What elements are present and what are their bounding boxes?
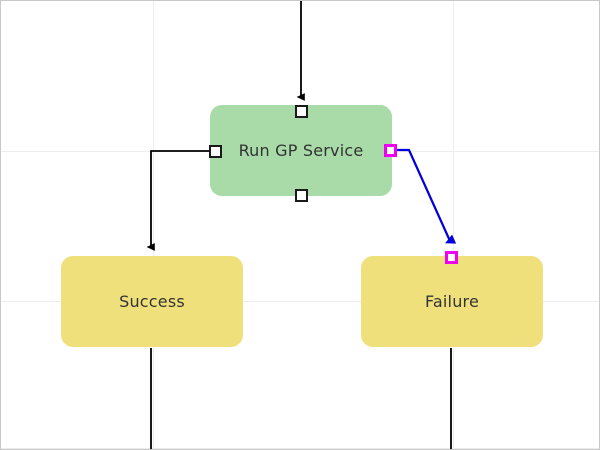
grid-line-vertical [453, 1, 454, 449]
node-failure[interactable]: Failure [361, 256, 543, 347]
node-run-gp-service[interactable]: Run GP Service [210, 105, 392, 196]
node-label-run-gp-service: Run GP Service [238, 141, 364, 160]
grid-line-horizontal [1, 301, 599, 302]
grid-line-horizontal [1, 448, 599, 449]
edge-run-gp-to-success[interactable] [146, 150, 209, 251]
port-run-gp-left[interactable] [209, 145, 222, 158]
node-label-success: Success [119, 292, 185, 311]
node-label-failure: Failure [424, 292, 480, 311]
edge-run-gp-to-failure[interactable] [396, 148, 457, 244]
port-run-gp-top[interactable] [295, 105, 308, 118]
node-success[interactable]: Success [61, 256, 243, 347]
port-run-gp-bottom[interactable] [295, 189, 308, 202]
grid-line-vertical [153, 1, 154, 449]
port-failure-top[interactable] [445, 251, 458, 264]
port-run-gp-right[interactable] [384, 144, 397, 157]
